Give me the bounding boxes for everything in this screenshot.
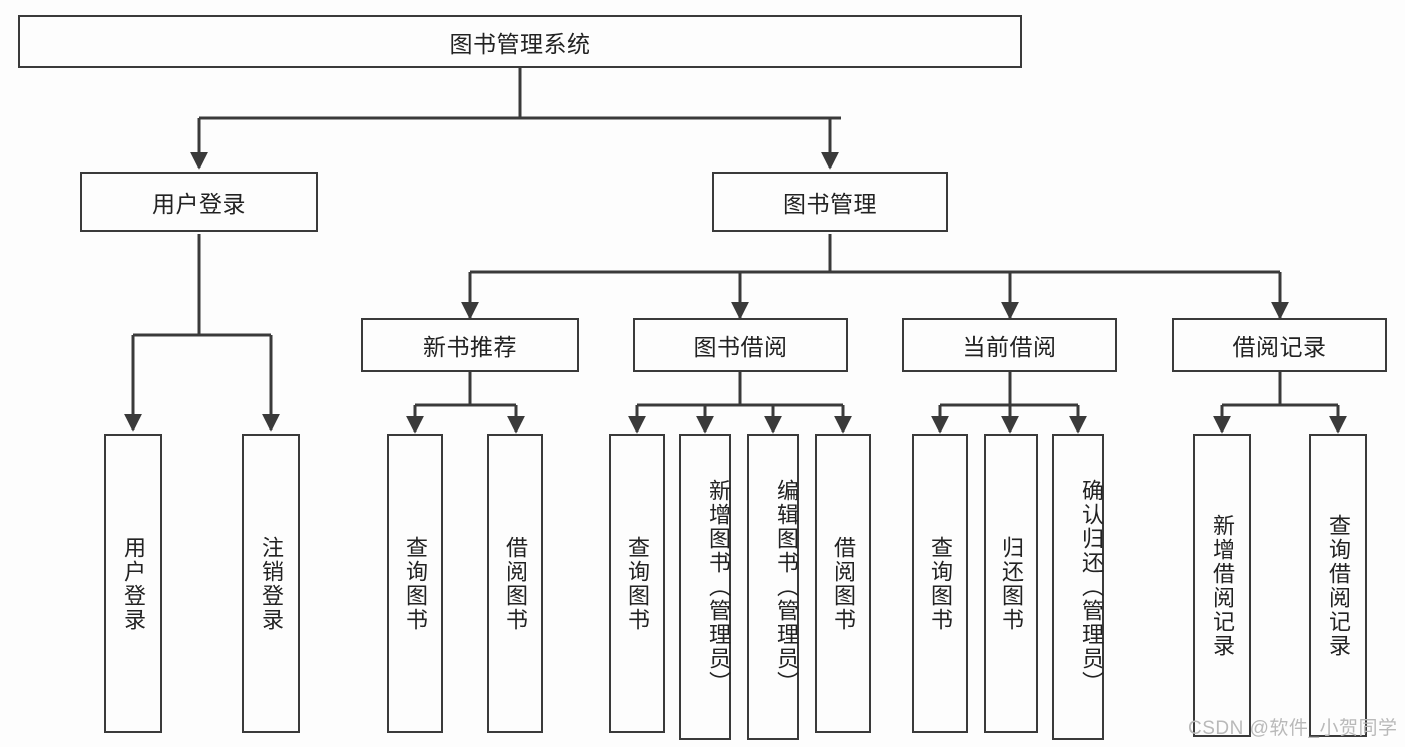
- leaf-user-login[interactable]: 用户登录: [104, 434, 162, 733]
- node-label: 查询图书: [625, 535, 650, 632]
- node-label: 编辑图书（管理员）: [774, 479, 799, 695]
- node-current-borrow[interactable]: 当前借阅: [902, 318, 1117, 372]
- node-user-login[interactable]: 用户登录: [80, 172, 318, 232]
- leaf-query-book-current[interactable]: 查询图书: [912, 434, 968, 733]
- leaf-add-book-admin[interactable]: 新增图书（管理员）: [679, 434, 731, 740]
- leaf-logout[interactable]: 注销登录: [242, 434, 300, 733]
- node-label: 归还图书: [999, 535, 1024, 632]
- csdn-watermark: CSDN @软件_小贺同学: [1188, 718, 1398, 739]
- leaf-add-borrow-record[interactable]: 新增借阅记录: [1193, 434, 1251, 737]
- node-label: 用户登录: [121, 535, 146, 632]
- node-root-system[interactable]: 图书管理系统: [18, 15, 1022, 68]
- node-book-borrow[interactable]: 图书借阅: [633, 318, 848, 372]
- leaf-query-borrow-record[interactable]: 查询借阅记录: [1309, 434, 1367, 737]
- node-label: 图书管理系统: [449, 30, 591, 57]
- node-label: 用户登录: [152, 191, 246, 217]
- leaf-borrow-book-recommend[interactable]: 借阅图书: [487, 434, 543, 733]
- node-label: 借阅图书: [503, 535, 528, 632]
- leaf-confirm-return-admin[interactable]: 确认归还（管理员）: [1052, 434, 1104, 740]
- node-label: 图书管理: [783, 191, 877, 217]
- leaf-query-book-borrow[interactable]: 查询图书: [609, 434, 665, 733]
- leaf-query-book-recommend[interactable]: 查询图书: [387, 434, 443, 733]
- node-label: 注销登录: [259, 535, 284, 632]
- node-label: 借阅图书: [831, 535, 856, 632]
- node-book-management[interactable]: 图书管理: [712, 172, 948, 232]
- leaf-borrow-book[interactable]: 借阅图书: [815, 434, 871, 733]
- node-label: 新增借阅记录: [1210, 513, 1235, 658]
- leaf-return-book[interactable]: 归还图书: [984, 434, 1038, 733]
- node-label: 确认归还（管理员）: [1079, 479, 1104, 695]
- node-label: 查询图书: [928, 535, 953, 632]
- node-label: 新增图书（管理员）: [706, 479, 731, 695]
- node-label: 查询图书: [403, 535, 428, 632]
- node-new-book-recommend[interactable]: 新书推荐: [361, 318, 579, 372]
- node-label: 借阅记录: [1232, 334, 1327, 360]
- leaf-edit-book-admin[interactable]: 编辑图书（管理员）: [747, 434, 799, 740]
- node-borrow-record[interactable]: 借阅记录: [1172, 318, 1387, 372]
- node-label: 查询借阅记录: [1326, 513, 1351, 658]
- node-label: 新书推荐: [423, 334, 517, 360]
- node-label: 图书借阅: [693, 334, 788, 360]
- node-label: 当前借阅: [962, 334, 1057, 360]
